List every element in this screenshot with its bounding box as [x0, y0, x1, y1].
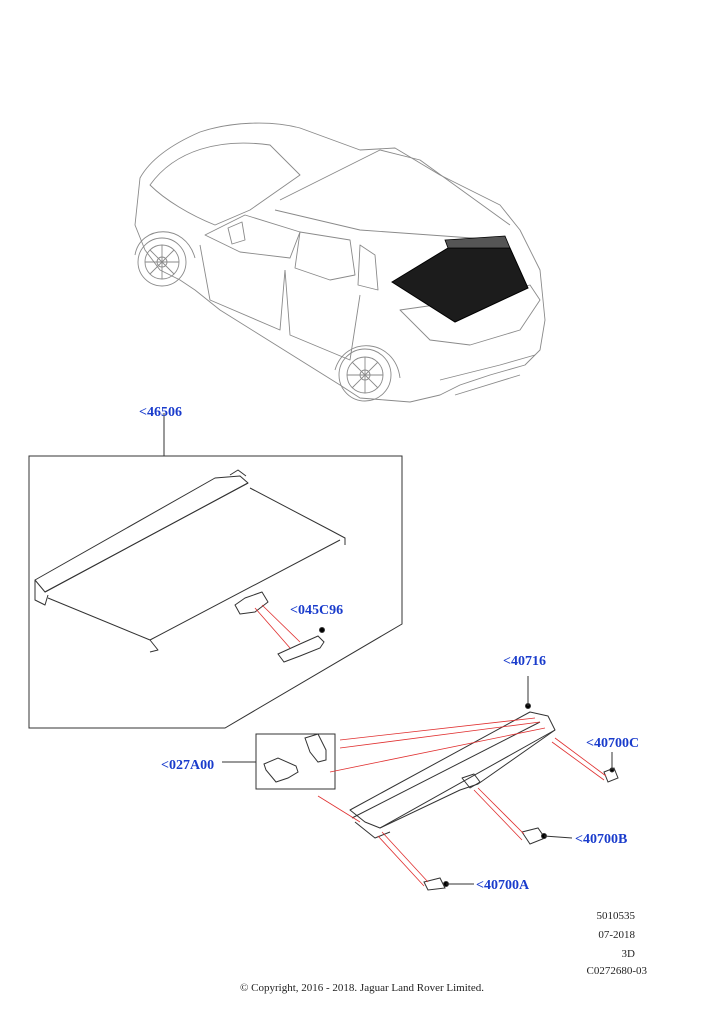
meta-line-2: 07-2018: [598, 929, 635, 941]
handle-part-045C96: [277, 627, 325, 663]
copyright-text: © Copyright, 2016 - 2018. Jaguar Land Ro…: [240, 982, 484, 994]
vehicle-illustration: [134, 122, 546, 403]
meta-line-4: C0272680-03: [586, 965, 648, 977]
red-leader-lines: [317, 717, 607, 887]
bracket-40700B: [521, 827, 547, 845]
black-leader-lines: [446, 676, 613, 885]
assembly-box-46506: [28, 413, 403, 729]
clip-box-027A00: [222, 733, 336, 790]
part-link-40700B[interactable]: <40700B: [575, 832, 628, 847]
part-link-045C96[interactable]: <045C96: [290, 603, 344, 618]
leader-lines-045C96: [254, 604, 301, 649]
part-link-027A00[interactable]: <027A00: [161, 758, 215, 773]
meta-line-1: 5010535: [596, 910, 636, 922]
bracket-40700C: [603, 767, 619, 783]
part-link-40700A[interactable]: <40700A: [476, 878, 530, 893]
vehicle-cargo-cover-highlight: [391, 235, 529, 323]
part-link-40700C[interactable]: <40700C: [586, 736, 640, 751]
load-cover-panel: [34, 469, 346, 653]
meta-line-3: 3D: [621, 948, 635, 960]
part-link-40716[interactable]: <40716: [503, 654, 546, 669]
part-link-46506[interactable]: <46506: [139, 405, 182, 420]
roller-cover-40716: [349, 703, 556, 839]
bracket-40700A: [423, 877, 449, 891]
